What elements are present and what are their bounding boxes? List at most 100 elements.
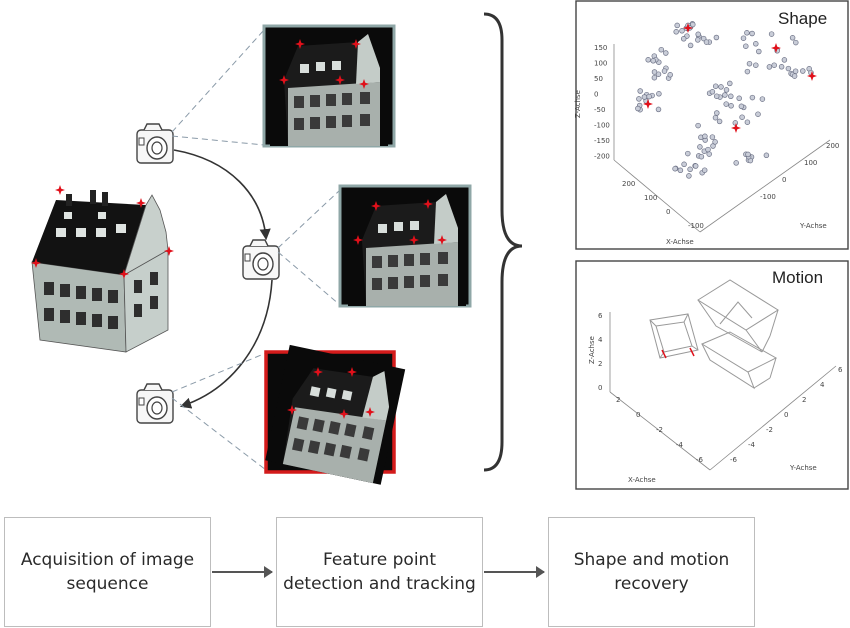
cloud-point	[656, 91, 662, 97]
shape-y-axis-label: Y-Achse	[799, 222, 827, 230]
cloud-point	[746, 60, 753, 67]
cloud-point	[680, 36, 687, 42]
cloud-point	[800, 68, 806, 74]
cloud-point	[690, 21, 696, 28]
cloud-point	[672, 165, 678, 172]
shape-x-axis-label: X-Achse	[666, 238, 694, 246]
cloud-point	[778, 64, 785, 70]
cloud-point	[709, 89, 716, 95]
cloud-point	[692, 163, 699, 169]
shape-x-tick-label: 0	[666, 208, 670, 216]
step-label: Shape and motion recovery	[573, 550, 730, 594]
cloud-point	[766, 64, 773, 70]
cloud-point	[723, 101, 729, 107]
cloud-point	[740, 35, 747, 41]
cloud-point	[650, 58, 656, 64]
motion-x-tick-label: -2	[656, 426, 663, 434]
cloud-point	[749, 94, 756, 101]
cloud-point	[736, 95, 742, 102]
cloud-point	[661, 68, 668, 74]
motion-z-axis-label: Z-Achse	[588, 336, 596, 364]
cloud-point	[687, 166, 693, 173]
motion-z-tick-label: 0	[598, 384, 602, 392]
shape-x-tick-label: 100	[644, 194, 657, 202]
shape-z-axis-label: Z-Achse	[574, 90, 582, 118]
camera-path-arrow	[179, 279, 273, 409]
motion-y-tick-label: 4	[820, 381, 825, 389]
grouping-brace	[483, 12, 523, 472]
shape-x-tick-label: 200	[622, 180, 635, 188]
motion-x-axis-label: Y-Achse	[789, 464, 817, 472]
shape-z-tick-label: 50	[594, 75, 603, 83]
cloud-point	[706, 151, 712, 157]
cloud-point	[763, 152, 770, 159]
cloud-point	[712, 114, 719, 121]
cloud-point	[673, 29, 679, 35]
motion-x-ticks: 20-2-4-6	[616, 396, 704, 464]
cloud-point	[749, 30, 755, 37]
cloud-point	[755, 111, 761, 117]
cloud-point	[753, 62, 759, 68]
feature-point	[55, 185, 65, 195]
cloud-point	[712, 83, 719, 89]
motion-y-tick-label: 2	[802, 396, 806, 404]
cloud-point	[697, 144, 703, 150]
cloud-point	[738, 103, 745, 110]
cloud-point	[637, 88, 643, 94]
cloud-point	[771, 62, 777, 68]
cloud-point	[679, 28, 685, 34]
cloud-point	[781, 57, 788, 63]
shape-z-tick-label: -200	[594, 153, 610, 161]
cloud-point	[722, 92, 728, 98]
shape-x-tick-label: -100	[688, 222, 704, 230]
cloud-point	[641, 94, 648, 100]
cloud-point	[709, 134, 716, 140]
cloud-point	[759, 96, 766, 102]
cloud-point	[681, 161, 687, 168]
motion-y-axis-label: X-Achse	[628, 476, 656, 484]
cloud-point	[702, 133, 708, 140]
shape-z-tick-label: 0	[594, 91, 598, 99]
cloud-point	[789, 35, 796, 41]
motion-z-tick-label: 4	[598, 336, 603, 344]
cloud-point	[744, 119, 751, 125]
shape-y-tick-label: 0	[782, 176, 786, 184]
cloud-point	[686, 173, 692, 179]
cloud-point	[700, 35, 707, 42]
motion-z-tick-label: 6	[598, 312, 603, 320]
cloud-point	[651, 74, 658, 81]
cloud-point	[663, 50, 669, 56]
shape-z-tick-label: 150	[594, 44, 607, 52]
shape-z-tick-label: 100	[594, 60, 607, 68]
camera-frustums	[649, 279, 779, 390]
cloud-point	[713, 34, 720, 41]
shape-z-tick-label: -50	[594, 106, 605, 114]
cloud-point	[753, 41, 759, 47]
motion-x-tick-label: -4	[676, 441, 684, 449]
shape-x-ticks: 200 100 0 -100	[622, 180, 704, 230]
motion-x-tick-label: -6	[696, 456, 704, 464]
step-arrow	[484, 566, 545, 578]
cloud-point	[674, 22, 680, 29]
cloud-point	[793, 39, 799, 46]
cloud-point	[651, 69, 658, 75]
cloud-point	[728, 103, 734, 109]
shape-z-tick-label: -100	[594, 122, 610, 130]
cloud-point	[645, 57, 651, 63]
image-frame-3-selected	[264, 344, 406, 485]
cloud-point	[655, 106, 662, 113]
cloud-point	[733, 160, 739, 166]
shape-y-tick-label: 200	[826, 142, 839, 150]
cloud-point	[685, 150, 691, 157]
step-acquisition: Acquisition of image sequence	[4, 517, 211, 627]
motion-y-tick-label: 6	[838, 366, 843, 374]
cloud-point	[695, 122, 701, 129]
cloud-point	[705, 146, 711, 153]
image-frame-1	[262, 24, 396, 148]
cloud-point	[714, 110, 720, 116]
motion-y-tick-label: -2	[766, 426, 773, 434]
motion-y-tick-label: 0	[784, 411, 788, 419]
